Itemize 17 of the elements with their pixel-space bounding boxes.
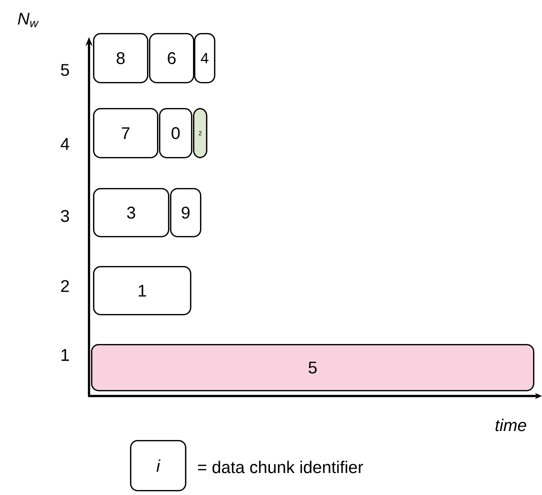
tick-label: 2 [61,280,69,292]
axis-label: N$_{w}$ [18,12,39,28]
chunk-box: 9 [170,188,202,238]
tick-label: 3 [60,210,69,222]
chunk-box: 0 [159,108,192,158]
chunk-box: 8 [93,33,148,84]
chunk-box: 4 [194,33,216,84]
chunk-box: 6 [149,33,194,84]
chunk-box: 5 [91,344,534,392]
chunk-box: 3 [93,188,170,238]
tick-label: 4 [60,138,70,150]
chunk-box: 7 [93,108,158,158]
legend-sample-box: i [130,440,186,492]
tick-label: 1 [62,349,69,361]
axis-label: time [496,418,526,432]
chunk-box: 1 [93,266,192,316]
tick-label: 5 [60,64,69,76]
